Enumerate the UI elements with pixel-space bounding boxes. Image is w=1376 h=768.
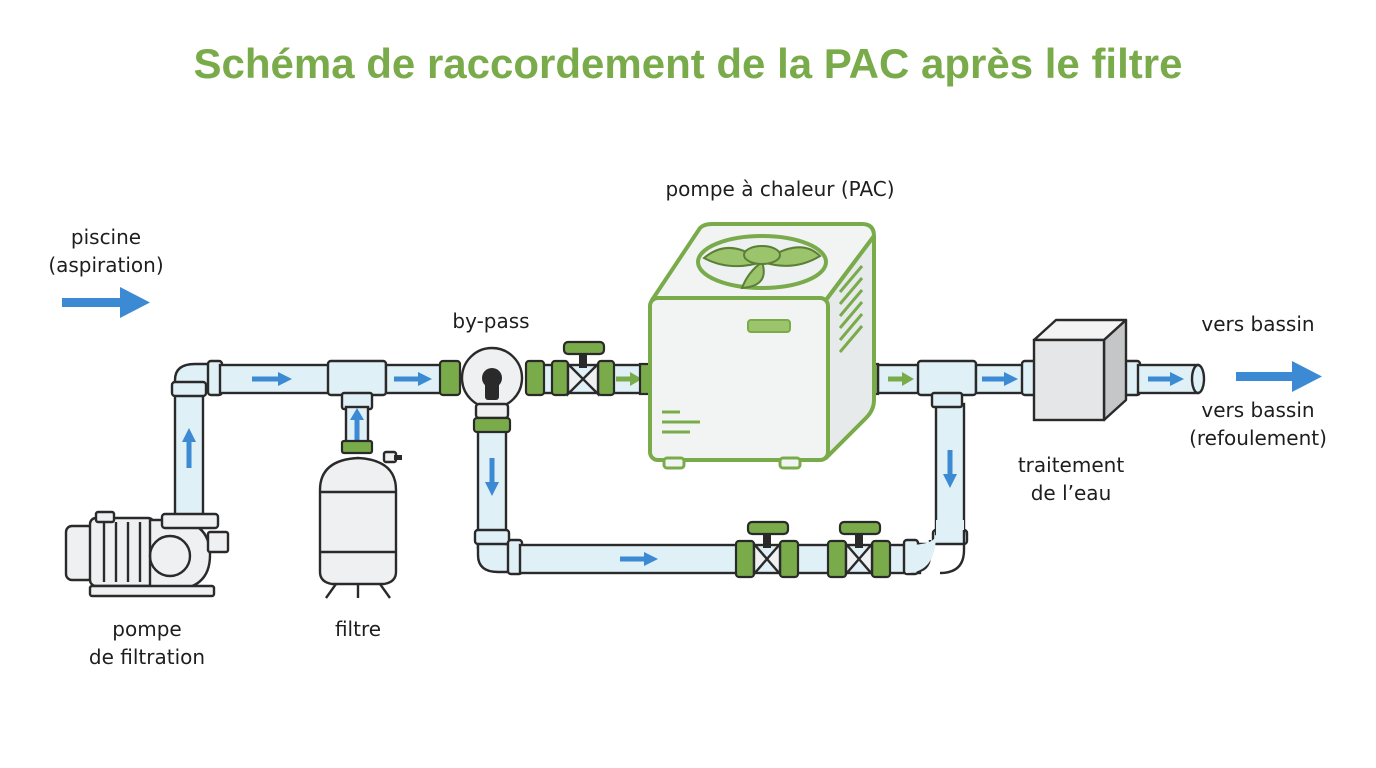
filter-tank-icon: [318, 439, 402, 599]
label-refoulement: (refoulement): [1189, 426, 1327, 450]
flow-arrow-icon: [620, 552, 658, 566]
fan-icon: [696, 234, 828, 290]
treatment-box-icon: [1020, 318, 1128, 422]
label-aspiration: (aspiration): [48, 253, 163, 277]
flow-arrow-icon: [350, 408, 364, 442]
flow-arrow-icon: [888, 372, 914, 386]
pump-icon: [64, 510, 230, 598]
flow-arrow-icon: [1148, 372, 1184, 386]
flow-arrow-icon: [394, 372, 432, 386]
valve-icon[interactable]: [734, 520, 800, 579]
inlet-arrow-icon: [62, 287, 150, 318]
valve-icon[interactable]: [826, 520, 892, 579]
label-piscine: piscine: [71, 225, 141, 249]
label-vers-bassin-top: vers bassin: [1201, 312, 1314, 336]
flow-arrow-icon: [252, 372, 292, 386]
flow-arrow-icon: [485, 458, 499, 496]
label-de-l-eau: de l’eau: [1031, 481, 1112, 505]
flow-arrow-icon: [616, 372, 642, 386]
flow-arrows: [182, 372, 1184, 566]
label-bypass: by-pass: [452, 309, 529, 333]
label-de-filtration: de filtration: [89, 645, 205, 669]
flow-arrow-icon: [943, 450, 957, 488]
label-traitement: traitement: [1018, 453, 1124, 477]
outlet-arrow-icon: [1236, 361, 1322, 392]
flow-arrow-icon: [982, 372, 1018, 386]
label-pac: pompe à chaleur (PAC): [665, 177, 894, 201]
label-filtre: filtre: [335, 617, 381, 641]
bypass-valve-icon: [438, 346, 546, 434]
valve-icon[interactable]: [550, 340, 616, 397]
page-title: Schéma de raccordement de la PAC après l…: [193, 40, 1183, 87]
heat-pump-icon: [638, 222, 880, 470]
label-vers-bassin: vers bassin: [1201, 398, 1314, 422]
flow-arrow-icon: [182, 428, 196, 468]
label-pompe: pompe: [112, 617, 181, 641]
